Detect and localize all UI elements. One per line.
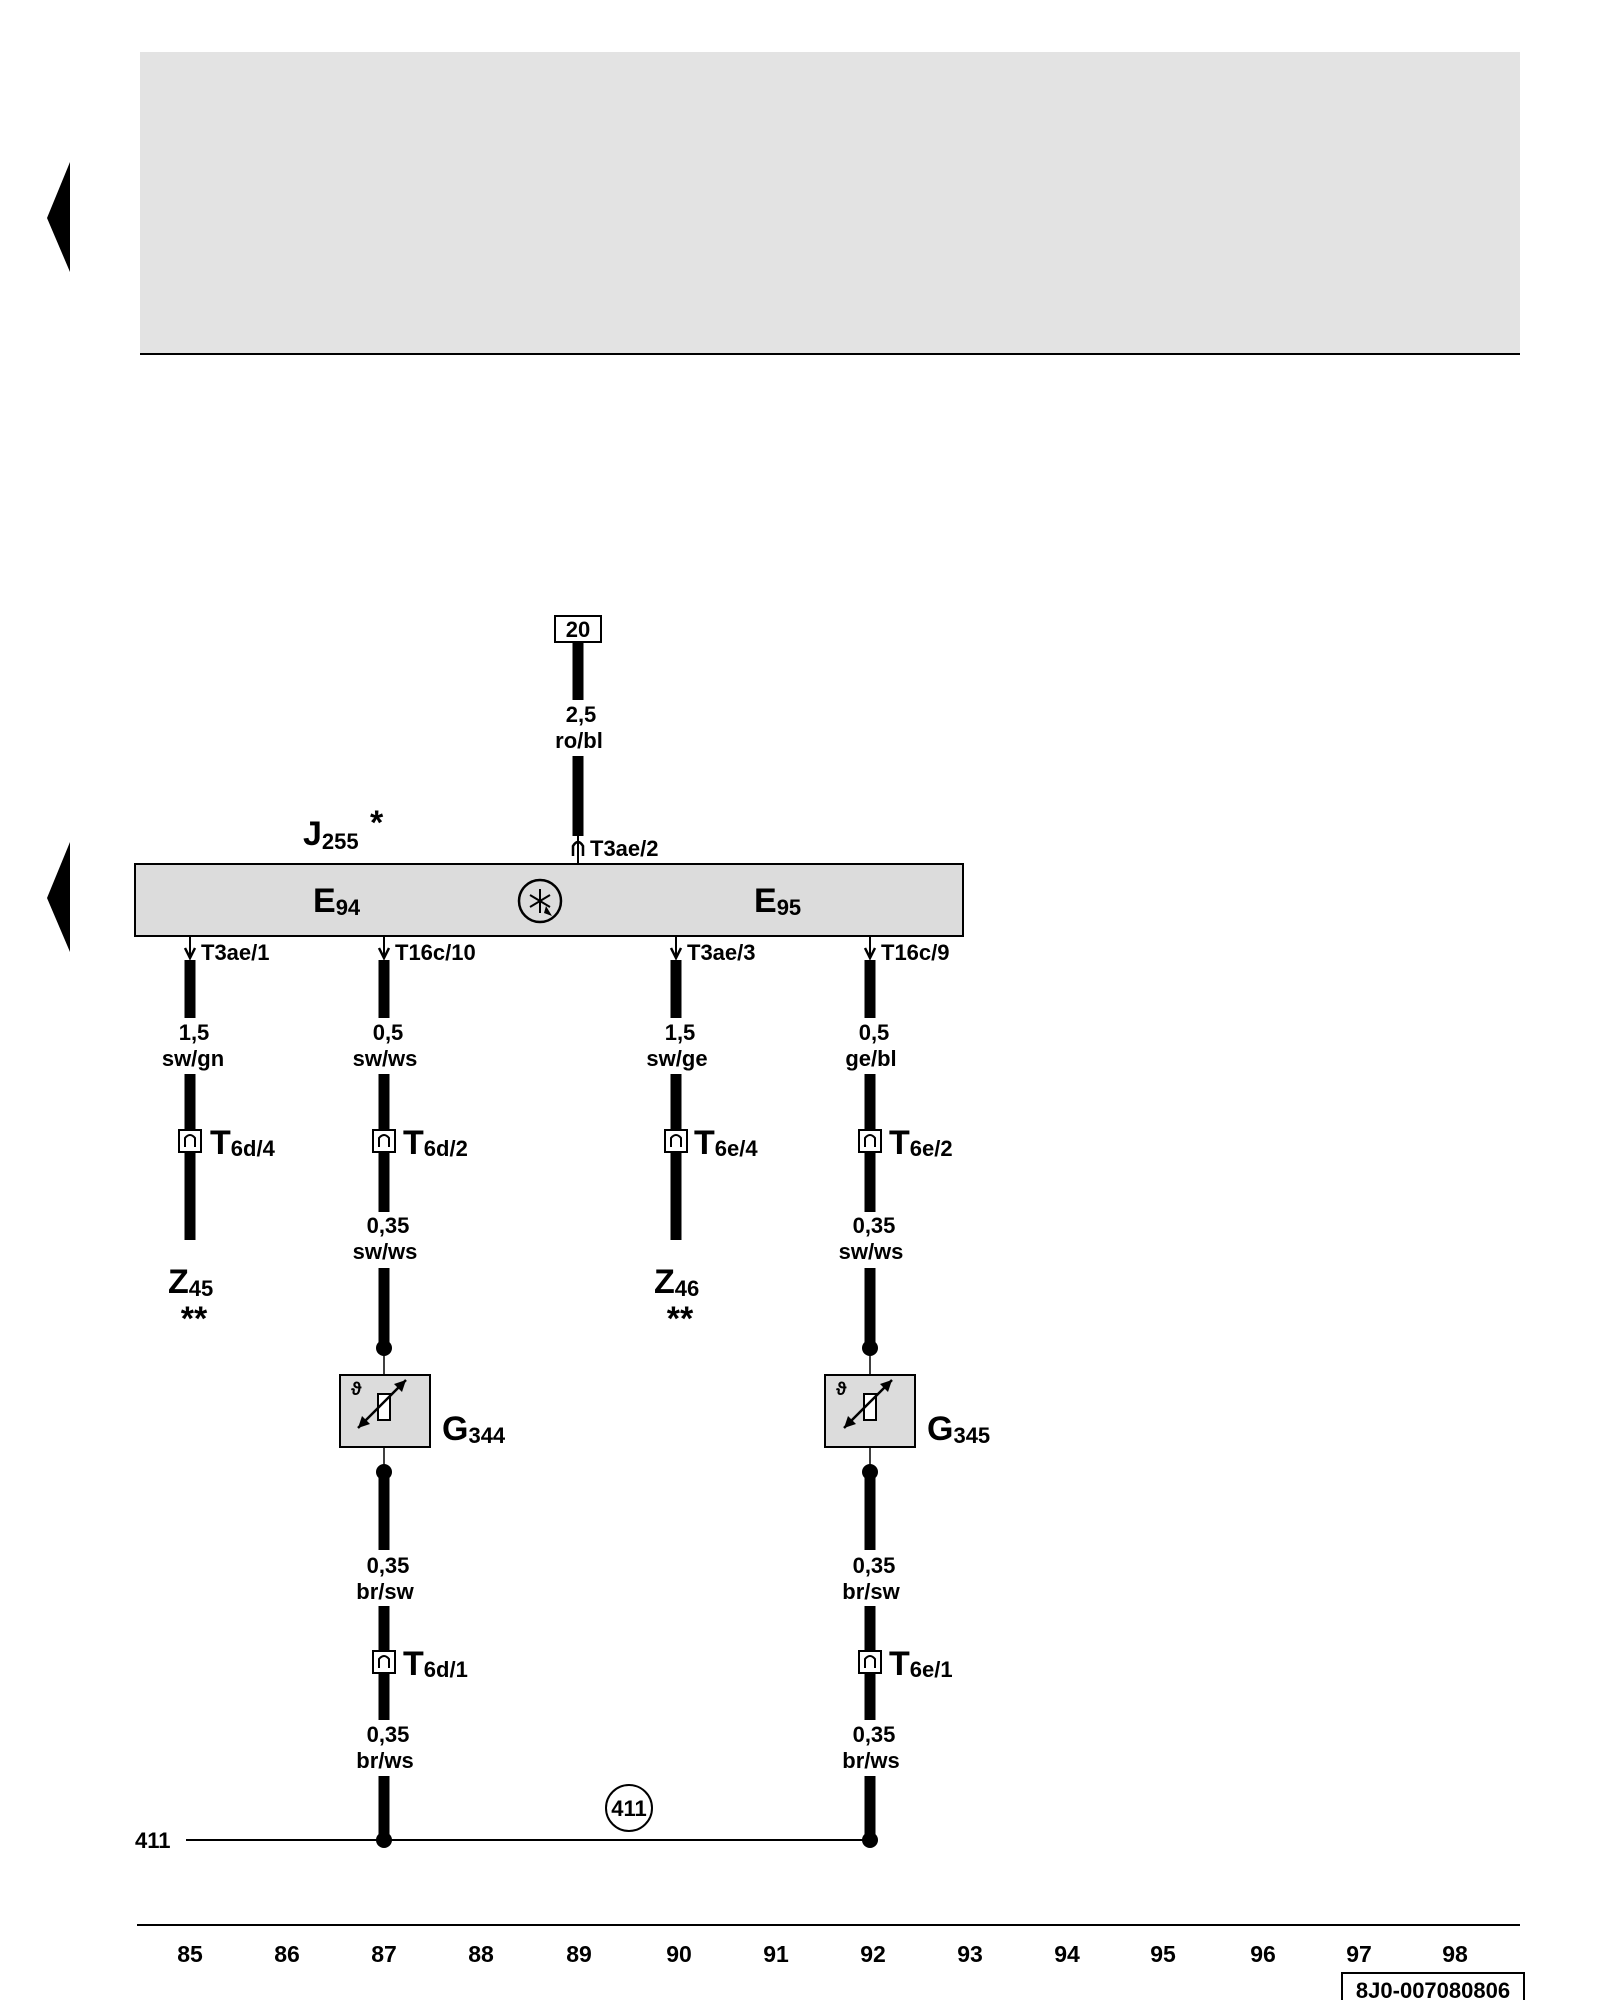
thermo-icon: ϑ bbox=[351, 1379, 362, 1399]
wire-gauge: 0,35 bbox=[853, 1722, 896, 1747]
connector-label: T6d/4 bbox=[210, 1124, 276, 1162]
axis-labels: 85 86 87 88 89 90 91 92 93 94 95 96 97 98 bbox=[177, 1941, 1468, 1967]
axis-label: 93 bbox=[957, 1941, 983, 1967]
control-module-box[interactable] bbox=[134, 863, 964, 937]
wire-gauge: 0,35 bbox=[367, 1213, 410, 1238]
ground-label: 411 bbox=[135, 1828, 171, 1853]
temperature-sensor-g344[interactable]: ϑ bbox=[339, 1374, 431, 1448]
pin-label: T3ae/1 bbox=[201, 940, 270, 965]
pin-arrow-icon bbox=[571, 840, 585, 856]
ground-connection-circle[interactable] bbox=[605, 1784, 653, 1832]
wire-gauge: 0,35 bbox=[367, 1722, 410, 1747]
wire-ge-bl-g345: T16c/9 0,5 ge/bl T6e/2 0,35 sw/ws bbox=[839, 936, 953, 1472]
end-component-label: Z46 bbox=[654, 1263, 699, 1301]
wire-gauge: 0,35 bbox=[367, 1553, 410, 1578]
pin-label: T3ae/3 bbox=[687, 940, 756, 965]
left-triangle-icon[interactable] bbox=[47, 842, 70, 952]
end-note: ** bbox=[667, 1300, 694, 1338]
wire-color: sw/gn bbox=[162, 1046, 224, 1071]
connector-icon bbox=[372, 1129, 396, 1153]
wire-color: br/sw bbox=[356, 1579, 414, 1604]
wire-gauge: 1,5 bbox=[665, 1020, 696, 1045]
axis-label: 91 bbox=[763, 1941, 789, 1967]
axis-label: 97 bbox=[1346, 1941, 1372, 1967]
end-component-label: Z45 bbox=[168, 1263, 213, 1301]
pin-arrow-icon bbox=[377, 947, 391, 961]
supply-color: ro/bl bbox=[555, 728, 603, 753]
axis-label: 95 bbox=[1150, 1941, 1176, 1967]
supply-gauge: 2,5 bbox=[566, 702, 597, 727]
wire-gauge: 0,5 bbox=[859, 1020, 890, 1045]
star-switch-icon bbox=[517, 878, 563, 924]
sensor-label: G344 bbox=[442, 1410, 506, 1448]
axis-label: 90 bbox=[666, 1941, 692, 1967]
wire-gauge: 0,35 bbox=[853, 1553, 896, 1578]
axis-label: 85 bbox=[177, 1941, 203, 1967]
wire-color: sw/ws bbox=[353, 1239, 418, 1264]
switch-e94-label: E94 bbox=[313, 882, 361, 920]
wire-gauge: 0,35 bbox=[853, 1213, 896, 1238]
pin-arrow-icon bbox=[863, 947, 877, 961]
supply-ref: 20 bbox=[566, 617, 590, 642]
supply-pin: T3ae/2 bbox=[590, 836, 659, 861]
wire-br-g344: 0,35 br/sw T6d/1 0,35 br/ws bbox=[356, 1464, 468, 1848]
sensor-label: G345 bbox=[927, 1410, 990, 1448]
drawing-number: 8J0-007080806 bbox=[1356, 1978, 1510, 2000]
connector-label: T6d/2 bbox=[403, 1124, 468, 1162]
pin-label: T16c/10 bbox=[395, 940, 476, 965]
header-band bbox=[140, 52, 1520, 354]
temperature-sensor-g345[interactable]: ϑ bbox=[824, 1374, 916, 1448]
wire-color: sw/ws bbox=[839, 1239, 904, 1264]
ground-circle-label: 411 bbox=[611, 1796, 647, 1821]
wire-color: br/ws bbox=[842, 1748, 899, 1773]
wire-gauge: 1,5 bbox=[179, 1020, 210, 1045]
axis-label: 94 bbox=[1054, 1941, 1080, 1967]
axis-label: 86 bbox=[274, 1941, 300, 1967]
pin-arrow-icon bbox=[669, 947, 683, 961]
wire-color: br/ws bbox=[356, 1748, 413, 1773]
drawing-number-box bbox=[1341, 1972, 1525, 2000]
wire-color: ge/bl bbox=[845, 1046, 896, 1071]
axis-label: 98 bbox=[1442, 1941, 1468, 1967]
left-triangle-icon[interactable] bbox=[47, 162, 70, 272]
connector-label: T6d/1 bbox=[403, 1645, 468, 1683]
wire-color: sw/ge bbox=[646, 1046, 707, 1071]
thermo-icon: ϑ bbox=[836, 1379, 847, 1399]
axis-label: 88 bbox=[468, 1941, 494, 1967]
switch-e95-label: E95 bbox=[754, 882, 801, 920]
end-note: ** bbox=[181, 1300, 208, 1338]
axis-label: 87 bbox=[371, 1941, 397, 1967]
module-name: J255 bbox=[303, 815, 359, 854]
wire-br-g345: 0,35 br/sw T6e/1 0,35 br/ws bbox=[842, 1464, 953, 1848]
pin-label: T16c/9 bbox=[881, 940, 950, 965]
pin-arrow-icon bbox=[183, 947, 197, 961]
connector-icon bbox=[178, 1129, 202, 1153]
axis-label: 96 bbox=[1250, 1941, 1276, 1967]
connector-icon bbox=[858, 1129, 882, 1153]
connector-icon bbox=[372, 1650, 396, 1674]
wire-gauge: 0,5 bbox=[373, 1020, 404, 1045]
wire-color: sw/ws bbox=[353, 1046, 418, 1071]
connector-icon bbox=[858, 1650, 882, 1674]
connector-label: T6e/2 bbox=[889, 1124, 953, 1162]
wire-color: br/sw bbox=[842, 1579, 900, 1604]
connector-label: T6e/4 bbox=[694, 1124, 758, 1162]
wire-sw-gn: T3ae/1 1,5 sw/gn T6d/4 Z45 ** bbox=[162, 936, 276, 1338]
connector-icon bbox=[664, 1129, 688, 1153]
axis-label: 89 bbox=[566, 1941, 592, 1967]
wire-sw-ws-g344: T16c/10 0,5 sw/ws T6d/2 0,35 sw/ws bbox=[353, 936, 476, 1472]
connector-label: T6e/1 bbox=[889, 1645, 953, 1683]
axis-label: 92 bbox=[860, 1941, 886, 1967]
wire-sw-ge: T3ae/3 1,5 sw/ge T6e/4 Z46 ** bbox=[646, 936, 758, 1338]
module-marker: * bbox=[370, 804, 384, 842]
